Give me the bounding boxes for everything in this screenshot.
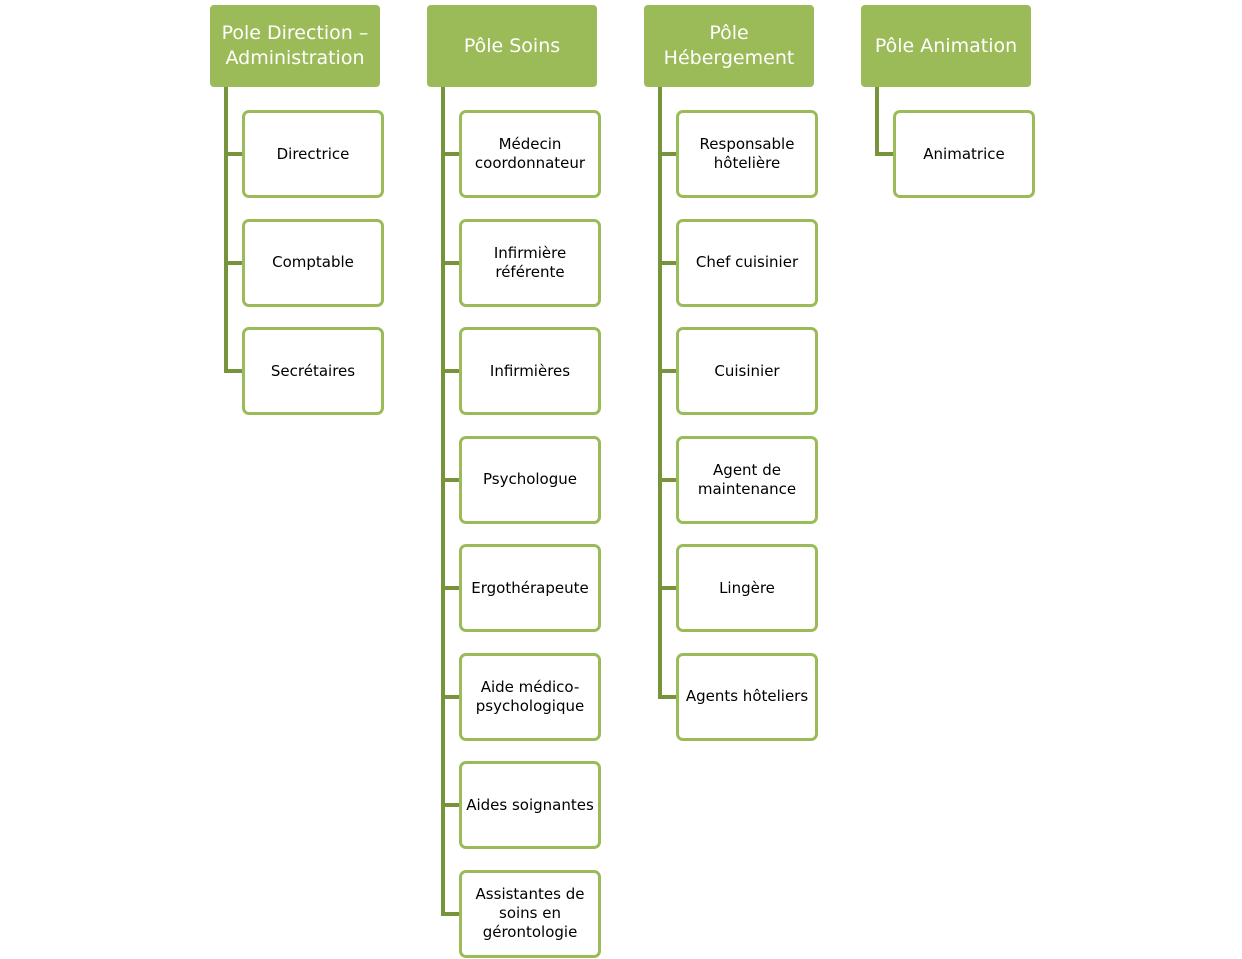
role-box-psychologue: Psychologue: [459, 435, 601, 524]
role-box-infirmieres: Infirmières: [459, 327, 601, 415]
connector-branch: [658, 694, 676, 699]
role-box-agent-de-maintenance: Agent de maintenance: [676, 435, 818, 524]
connector-branch: [875, 152, 893, 156]
role-box-ergotherapeute: Ergothérapeute: [459, 544, 601, 632]
connector-trunk-pole-direction-administration: [224, 87, 228, 373]
role-box-directrice: Directrice: [242, 110, 384, 198]
connector-trunk-pole-soins: [441, 87, 445, 916]
connector-branch: [441, 260, 459, 265]
role-box-chef-cuisinier: Chef cuisinier: [676, 218, 818, 307]
connector-trunk-pole-hebergement: [658, 87, 662, 699]
connector-branch: [441, 803, 459, 807]
connector-branch: [441, 152, 459, 156]
pole-header-pole-animation: Pôle Animation: [861, 5, 1031, 87]
connector-branch: [658, 152, 676, 156]
connector-branch: [658, 260, 676, 265]
role-box-medecin-coordonnateur: Médecin coordonnateur: [459, 110, 601, 198]
pole-header-pole-direction-administration: Pole Direction – Administration: [210, 5, 380, 87]
role-box-infirmiere-referente: Infirmière référente: [459, 218, 601, 307]
connector-branch: [658, 477, 676, 482]
pole-header-pole-soins: Pôle Soins: [427, 5, 597, 87]
role-box-responsable-hoteliere: Responsable hôtelière: [676, 110, 818, 198]
connector-trunk-pole-animation: [875, 87, 879, 156]
role-box-animatrice: Animatrice: [893, 110, 1035, 198]
connector-branch: [658, 586, 676, 590]
connector-branch: [224, 260, 242, 265]
role-box-aide-medico-psychologique: Aide médico- psychologique: [459, 652, 601, 741]
connector-branch: [441, 694, 459, 699]
connector-branch: [441, 477, 459, 482]
connector-branch: [224, 369, 242, 373]
connector-branch: [441, 586, 459, 590]
role-box-assistantes-de-soins-en-gerontologie: Assistantes de soins en gérontologie: [459, 869, 601, 958]
role-box-agents-hoteliers: Agents hôteliers: [676, 652, 818, 741]
role-box-secretaires: Secrétaires: [242, 327, 384, 415]
role-box-aides-soignantes: Aides soignantes: [459, 761, 601, 849]
role-box-cuisinier: Cuisinier: [676, 327, 818, 415]
role-box-lingere: Lingère: [676, 544, 818, 632]
pole-header-pole-hebergement: Pôle Hébergement: [644, 5, 814, 87]
connector-branch: [224, 152, 242, 156]
connector-branch: [441, 369, 459, 373]
connector-branch: [658, 369, 676, 373]
role-box-comptable: Comptable: [242, 218, 384, 307]
connector-branch: [441, 911, 459, 916]
